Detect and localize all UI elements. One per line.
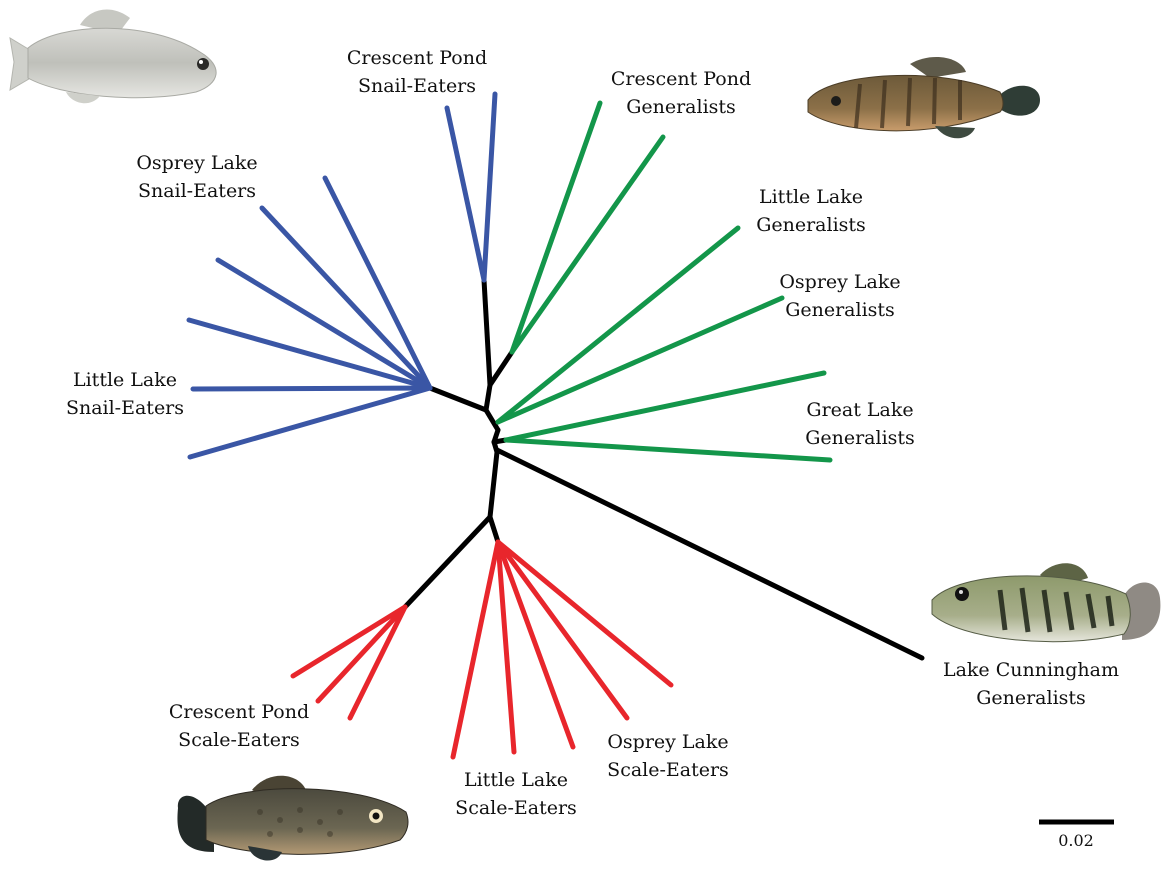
- label-crescent-snail: Crescent Pond Snail-Eaters: [347, 47, 487, 97]
- generalist-branch: [512, 103, 600, 352]
- branch-to-crescent-gen-node: [490, 352, 512, 385]
- label-line: Great Lake: [806, 399, 913, 421]
- label-line: Generalists: [785, 299, 895, 321]
- branch-to-scale-node: [490, 517, 498, 542]
- branch-to-crescent-snail-node: [484, 280, 490, 385]
- label-line: Snail-Eaters: [358, 75, 476, 97]
- branch-to-crescent-scale-node: [405, 517, 490, 607]
- label-line: Osprey Lake: [779, 271, 900, 293]
- label-crescent-scale: Crescent Pond Scale-Eaters: [169, 701, 309, 751]
- snail-eater-branches: [189, 94, 495, 457]
- scale-bar-label: 0.02: [1058, 831, 1094, 850]
- label-line: Generalists: [626, 96, 736, 118]
- scale-branch: [453, 542, 498, 757]
- backbone-branches: [405, 280, 922, 658]
- label-line: Crescent Pond: [347, 47, 487, 69]
- label-line: Osprey Lake: [136, 152, 257, 174]
- branch-center-a: [486, 410, 498, 430]
- label-line: Generalists: [976, 687, 1086, 709]
- label-line: Little Lake: [759, 186, 863, 208]
- generalist-branch: [512, 137, 663, 352]
- label-great-gen: Great Lake Generalists: [805, 399, 915, 449]
- generalist-branch: [506, 440, 830, 460]
- label-line: Scale-Eaters: [455, 797, 577, 819]
- label-line: Little Lake: [73, 369, 177, 391]
- dark-scale-eater-pupfish-icon: [177, 776, 408, 861]
- label-line: Generalists: [756, 214, 866, 236]
- label-little-scale: Little Lake Scale-Eaters: [455, 769, 577, 819]
- branch-to-scale-root: [490, 452, 497, 517]
- label-little-gen: Little Lake Generalists: [756, 186, 866, 236]
- scale-bar: 0.02: [1039, 822, 1114, 850]
- label-osprey-snail: Osprey Lake Snail-Eaters: [136, 152, 257, 202]
- label-cunningham-gen: Lake Cunningham Generalists: [943, 659, 1119, 709]
- snail-branch: [190, 388, 430, 457]
- label-line: Crescent Pond: [611, 68, 751, 90]
- label-line: Crescent Pond: [169, 701, 309, 723]
- label-line: Osprey Lake: [607, 731, 728, 753]
- label-line: Snail-Eaters: [138, 180, 256, 202]
- silver-pupfish-icon: [10, 10, 216, 104]
- snail-branch: [262, 208, 430, 388]
- generalist-branch: [506, 373, 824, 440]
- label-osprey-scale: Osprey Lake Scale-Eaters: [607, 731, 729, 781]
- label-crescent-gen: Crescent Pond Generalists: [611, 68, 751, 118]
- snail-branch: [447, 108, 484, 280]
- label-little-snail: Little Lake Snail-Eaters: [66, 369, 184, 419]
- branch-to-snail-node: [430, 388, 486, 410]
- brown-striped-pupfish-icon: [808, 57, 1040, 138]
- generalist-branch: [498, 298, 782, 422]
- scale-eater-branches: [293, 542, 671, 757]
- label-line: Scale-Eaters: [607, 759, 729, 781]
- label-osprey-gen: Osprey Lake Generalists: [779, 271, 900, 321]
- snail-branch: [484, 94, 495, 280]
- label-line: Little Lake: [464, 769, 568, 791]
- green-barred-pupfish-icon: [932, 563, 1160, 641]
- label-line: Scale-Eaters: [178, 729, 300, 751]
- branch-to-upper-center: [486, 385, 490, 410]
- label-line: Lake Cunningham: [943, 659, 1119, 681]
- snail-branch: [193, 388, 430, 389]
- label-line: Snail-Eaters: [66, 397, 184, 419]
- snail-branch: [189, 320, 430, 388]
- label-line: Generalists: [805, 427, 915, 449]
